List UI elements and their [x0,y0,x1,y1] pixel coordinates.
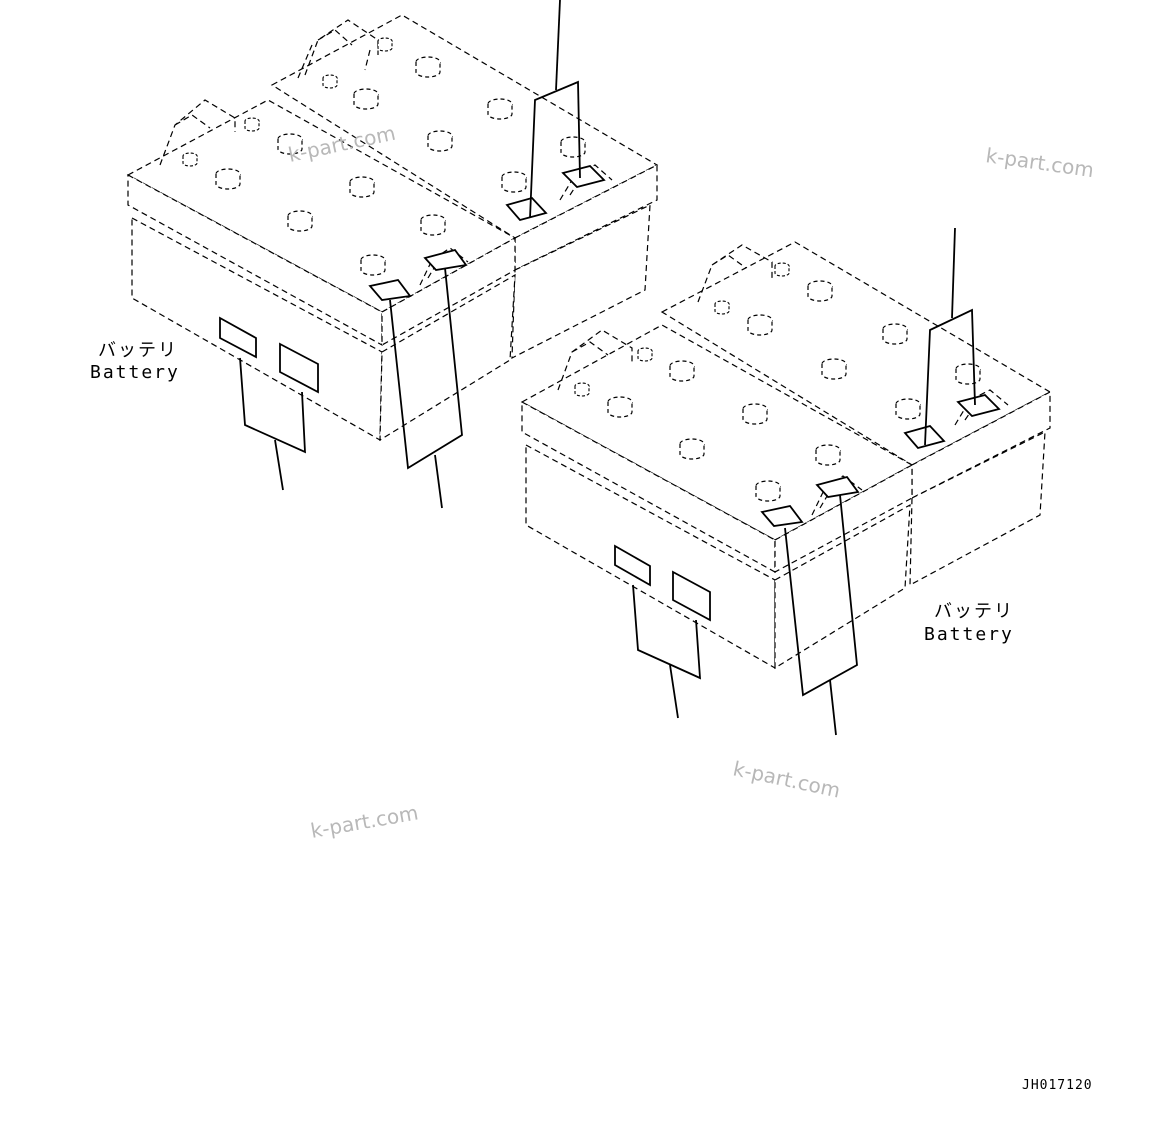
label-battery-left: バッテリ Battery [90,340,180,383]
leader-lines-right [632,227,976,736]
label-battery-right: バッテリ Battery [924,601,1014,645]
battery-pair-left [126,0,659,509]
leader-lines-left [239,0,581,509]
battery-rear-right [660,241,1052,587]
battery-rear-left [270,14,659,359]
watermark: k-part.com [309,800,420,843]
battery-pair-right [520,227,1052,736]
label-battery-left-jp: バッテリ [98,340,178,361]
label-battery-left-en: Battery [90,362,180,383]
decals-left [219,164,606,394]
battery-front-left [126,99,517,442]
watermark: k-part.com [984,143,1095,182]
drawing-number: JH017120 [1022,1078,1093,1093]
watermark: k-part.com [731,756,843,802]
decals-right [614,393,1001,622]
label-battery-right-en: Battery [924,624,1014,645]
label-battery-right-jp: バッテリ [934,601,1014,622]
battery-front-right [520,324,914,670]
